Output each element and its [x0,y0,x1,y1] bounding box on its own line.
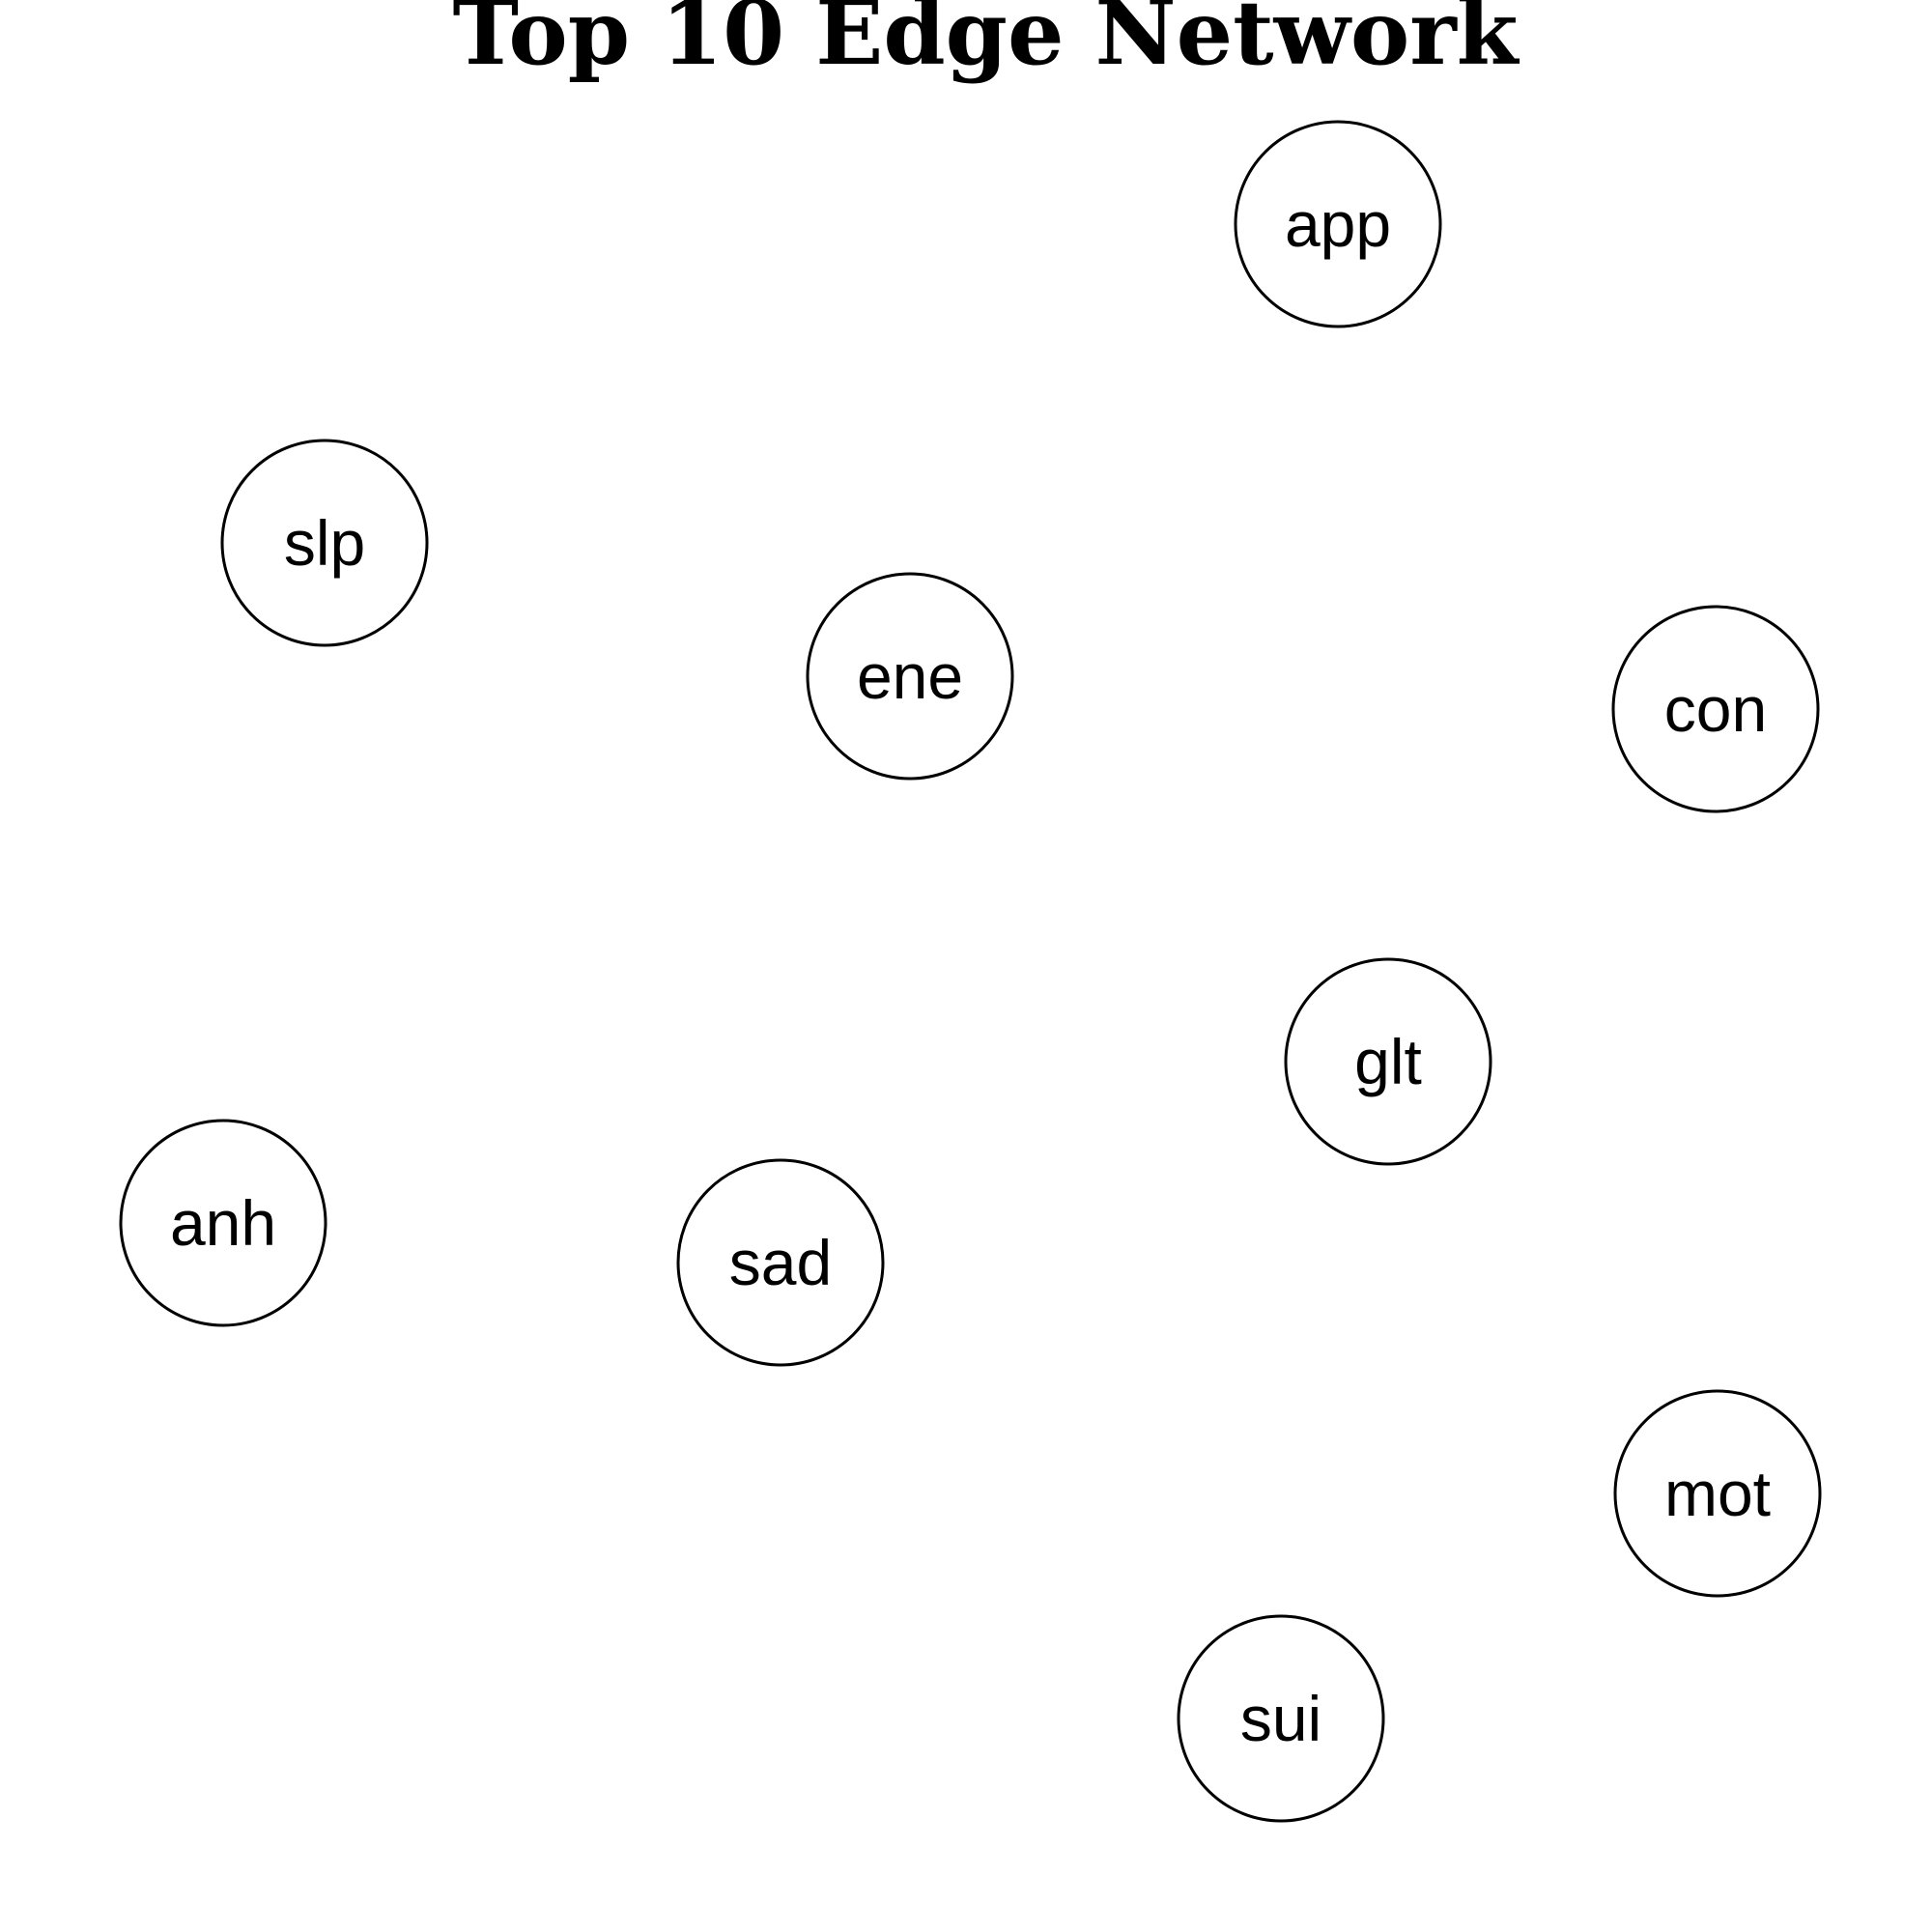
node-ene: ene [806,572,1014,781]
node-mot: mot [1613,1389,1822,1598]
node-app: app [1234,120,1442,328]
node-sui-circle [1177,1614,1385,1823]
node-slp-label: slp [284,507,365,579]
node-con-label: con [1664,673,1767,745]
node-slp: slp [220,439,429,647]
node-sad: sad [676,1158,885,1367]
node-anh-circle [119,1119,327,1327]
node-sad-label: sad [729,1227,832,1298]
node-glt-circle [1284,957,1492,1166]
node-app-circle [1234,120,1442,328]
node-mot-circle [1613,1389,1822,1598]
node-ene-circle [806,572,1014,781]
node-con: con [1611,605,1820,813]
node-sui: sui [1177,1614,1385,1823]
node-mot-label: mot [1664,1458,1771,1529]
node-glt: glt [1284,957,1492,1166]
node-con-circle [1611,605,1820,813]
node-glt-label: glt [1354,1026,1422,1097]
node-slp-circle [220,439,429,647]
node-anh-label: anh [170,1187,276,1259]
node-sad-circle [676,1158,885,1367]
node-app-label: app [1285,188,1391,260]
node-sui-label: sui [1240,1683,1321,1754]
node-ene-label: ene [857,640,963,712]
node-anh: anh [119,1119,327,1327]
diagram-title: Top 10 Edge Network [453,0,1520,85]
